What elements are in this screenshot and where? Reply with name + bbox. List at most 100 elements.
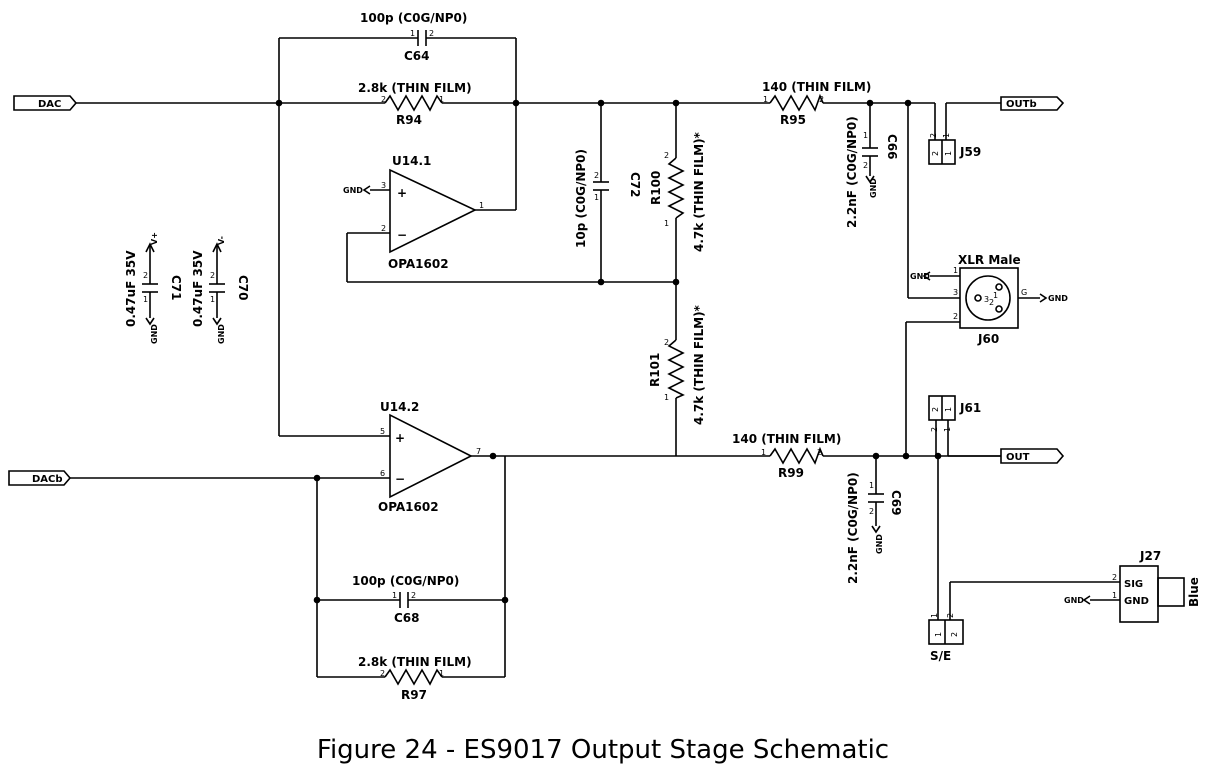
port-dacb-label: DACb	[32, 474, 63, 485]
se-pin2-top: 2	[946, 613, 955, 618]
c70-value: 0.47uF 35V	[191, 250, 205, 327]
j60-pin-g: G	[1021, 288, 1027, 297]
j60-inner3: 3	[984, 295, 989, 304]
r100-value: 4.7k (THIN FILM)*	[692, 131, 706, 252]
c72-pin1: 1	[594, 193, 599, 202]
supply-arrow-vplus: V+	[145, 232, 159, 262]
r97-value: 2.8k (THIN FILM)	[358, 655, 472, 669]
j60-ref: J60	[977, 332, 999, 346]
r95-pin2: 2	[819, 95, 824, 104]
r94-value: 2.8k (THIN FILM)	[358, 81, 472, 95]
c69-value: 2.2nF (C0G/NP0)	[846, 472, 860, 584]
gnd-symbol: GND	[865, 175, 878, 198]
u14-1-part: OPA1602	[388, 257, 449, 271]
j61-pin2: 2	[931, 407, 940, 412]
svg-text:GND: GND	[150, 324, 159, 344]
c72-ref: C72	[628, 172, 642, 198]
capacitor-c66: 1 2 C66 2.2nF (C0G/NP0) GND	[845, 116, 899, 228]
se-pin1: 1	[934, 632, 943, 637]
svg-text:GND: GND	[343, 186, 363, 195]
resistor-r95: 140 (THIN FILM) 1 2 R95	[762, 80, 871, 127]
u14-1-pin1: 1	[479, 201, 484, 210]
junctions	[275, 99, 942, 604]
c71-ref: C71	[169, 275, 183, 301]
resistor-r94: 2.8k (THIN FILM) 2 1 R94	[358, 81, 472, 127]
capacitor-c71: 2 1 C71 0.47uF 35V V+ GND	[124, 232, 183, 344]
connector-j59: 2 1 2 1 J59	[928, 133, 981, 165]
svg-text:V-: V-	[217, 236, 226, 245]
r101-ref: R101	[648, 353, 662, 387]
r99-ref: R99	[778, 466, 804, 480]
connector-j60-xlr: 3 1 2 XLR Male 1 3 2 G J60 GND GND	[910, 253, 1068, 346]
c71-value: 0.47uF 35V	[124, 250, 138, 327]
supply-arrow-vminus: V-	[212, 236, 226, 262]
j60-inner1: 1	[993, 291, 998, 300]
capacitor-c68: 100p (C0G/NP0) 1 2 C68	[352, 574, 459, 625]
connector-se: 1 2 1 2 S/E	[928, 613, 964, 663]
resistor-r97: 2.8k (THIN FILM) 2 1 R97	[358, 655, 472, 702]
u14-2-part: OPA1602	[378, 500, 439, 514]
se-ref: S/E	[930, 649, 951, 663]
c70-pin1: 1	[210, 295, 215, 304]
j27-ref: J27	[1139, 549, 1161, 563]
connector-j61: 2 1 2 1 J61	[928, 395, 981, 432]
svg-text:GND: GND	[1048, 294, 1068, 303]
r94-pin2: 2	[381, 95, 386, 104]
svg-text:GND: GND	[1064, 596, 1084, 605]
j60-pin1: 1	[953, 266, 958, 275]
r100-pin2: 2	[664, 151, 669, 160]
c68-pin2: 2	[411, 591, 416, 600]
port-out-label: OUT	[1006, 452, 1030, 463]
j60-title: XLR Male	[958, 253, 1021, 267]
u14-2-pin7: 7	[476, 447, 481, 456]
u14-1-pin3: 3	[381, 181, 386, 190]
port-outb: OUTb	[1000, 96, 1065, 111]
j61-pin2-bottom: 2	[930, 427, 939, 432]
j59-pin1: 1	[944, 151, 953, 156]
r97-pin1: 1	[439, 669, 444, 678]
j59-ref: J59	[959, 145, 981, 159]
svg-text:GND: GND	[910, 272, 930, 281]
c68-ref: C68	[394, 611, 420, 625]
r94-pin1: 1	[439, 95, 444, 104]
c64-value: 100p (C0G/NP0)	[360, 11, 467, 25]
j59-pin2: 2	[931, 151, 940, 156]
resistor-r101: 2 1 R101 4.7k (THIN FILM)*	[648, 304, 706, 425]
u14-2-pin6: 6	[380, 469, 385, 478]
port-outb-label: OUTb	[1006, 99, 1037, 110]
u14-2-minus: −	[395, 472, 405, 486]
port-out: OUT	[1000, 448, 1065, 464]
c66-ref: C66	[885, 134, 899, 160]
capacitor-c70: 2 1 C70 0.47uF 35V V- GND	[191, 236, 250, 344]
capacitor-c64: 100p (C0G/NP0) 1 2 C64	[360, 11, 467, 63]
r94-ref: R94	[396, 113, 422, 127]
u14-1-ref: U14.1	[392, 154, 431, 168]
c70-pin2: 2	[210, 271, 215, 280]
capacitor-c69: 1 2 C69 2.2nF (C0G/NP0) GND	[846, 472, 903, 584]
opamp-u14-2: U14.2 OPA1602 + − 5 6 7	[378, 400, 481, 514]
u14-1-plus: +	[397, 186, 407, 200]
c68-pin1: 1	[392, 591, 397, 600]
gnd-symbol: GND	[1039, 293, 1068, 303]
u14-2-ref: U14.2	[380, 400, 419, 414]
figure-caption: Figure 24 - ES9017 Output Stage Schemati…	[317, 735, 889, 765]
r101-value: 4.7k (THIN FILM)*	[692, 304, 706, 425]
r99-pin2: 2	[817, 448, 822, 457]
gnd-symbol: GND	[145, 317, 159, 344]
connector-j27: J27 SIG GND 2 1 Blue GND	[1064, 549, 1201, 623]
c70-ref: C70	[236, 275, 250, 301]
c69-ref: C69	[889, 490, 903, 516]
j27-gnd: GND	[1124, 596, 1149, 607]
c71-pin1: 1	[143, 295, 148, 304]
u14-2-plus: +	[395, 431, 405, 445]
j61-ref: J61	[959, 401, 981, 415]
j27-sig: SIG	[1124, 579, 1143, 590]
c64-ref: C64	[404, 49, 430, 63]
r99-pin1: 1	[761, 448, 766, 457]
r95-ref: R95	[780, 113, 806, 127]
c64-pin1: 1	[410, 29, 415, 38]
r100-pin1: 1	[664, 219, 669, 228]
u14-1-minus: −	[397, 228, 407, 242]
j59-pin2-top: 2	[929, 133, 938, 138]
